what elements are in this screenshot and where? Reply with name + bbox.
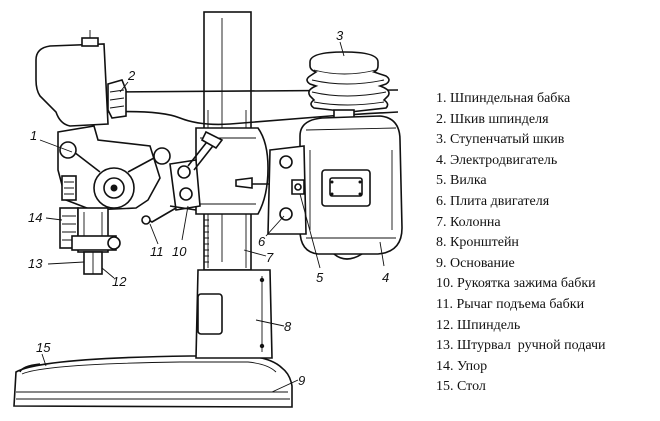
fork	[291, 179, 305, 195]
callout-8: 8	[284, 319, 292, 334]
legend-item: 7. Колонна	[436, 214, 501, 230]
electric-motor	[299, 115, 403, 260]
legend-item: 2. Шкив шпинделя	[436, 111, 549, 127]
spindle	[83, 251, 103, 275]
legend-item: 10. Рукоятка зажима бабки	[436, 276, 596, 292]
leader-lines	[39, 41, 385, 393]
callout-11: 11	[150, 244, 164, 259]
legend-item: 15. Стол	[436, 379, 486, 395]
callout-7: 7	[266, 250, 274, 265]
bracket	[195, 269, 273, 359]
legend-item: 1. Шпиндельная бабка	[436, 91, 571, 106]
handwheel	[71, 235, 121, 251]
callout-15: 15	[36, 340, 51, 355]
stepped-pulley	[306, 51, 390, 123]
callout-3: 3	[336, 28, 344, 43]
callout-10: 10	[172, 244, 187, 259]
legend-item: 8. Кронштейн	[436, 235, 519, 251]
legend-item: 5. Вилка	[436, 173, 487, 189]
legend-item: 3. Ступенчатый шкив	[436, 132, 565, 148]
table	[19, 363, 41, 373]
callout-4: 4	[382, 270, 389, 285]
legend-item: 9. Основание	[436, 255, 515, 271]
legend-item: 11. Рычаг подъема бабки	[436, 296, 585, 312]
legend-item: 6. Плита двигателя	[436, 193, 550, 209]
callout-1: 1	[30, 128, 37, 143]
legend: 1. Шпиндельная бабка 2. Шкив шпинделя 3.…	[436, 89, 606, 398]
callout-2: 2	[127, 68, 136, 83]
legend-item: 4. Электродвигатель	[436, 152, 558, 168]
legend-item: 14. Упор	[436, 358, 488, 374]
callout-9: 9	[298, 373, 305, 388]
spindle-head	[35, 30, 224, 225]
callout-6: 6	[258, 234, 266, 249]
column-sleeve	[195, 127, 269, 215]
callout-5: 5	[316, 270, 324, 285]
callout-13: 13	[28, 256, 43, 271]
legend-item: 13. Штурвал ручной подачи	[436, 338, 606, 354]
spindle-pulley	[107, 79, 127, 119]
callout-14: 14	[28, 210, 42, 225]
legend-item: 12. Шпиндель	[436, 317, 521, 333]
callout-12: 12	[112, 274, 127, 289]
base	[13, 355, 293, 408]
